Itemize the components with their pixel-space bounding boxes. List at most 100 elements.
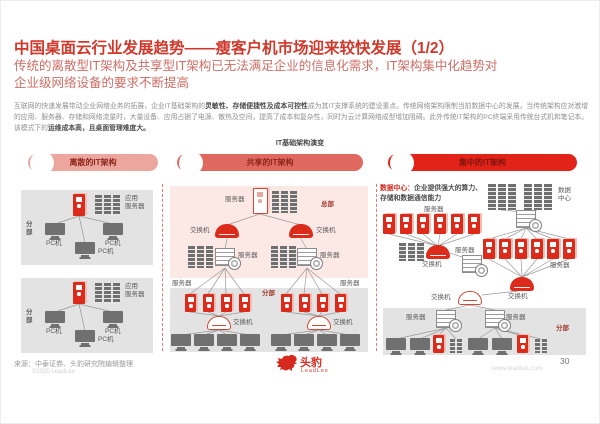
banner-centralized-it: 集中的IT架构 [388,150,577,175]
page-subtitle: 传统的离散型IT架构及共享型IT架构已无法满足企业的信息化需求，IT架构集中化趋… [14,59,498,90]
server-unit-icon [436,310,462,332]
pc-monitor-icon [240,334,260,350]
switch-icon [510,277,534,291]
pc-monitor-icon [468,338,488,354]
banner-shared-it: 共享的IT架构 [177,150,363,175]
server-tower-icon [563,239,575,259]
server-tower-icon [499,239,511,259]
label-pc: PC机 [46,328,62,335]
banner-discrete-it: 离散的IT架构 [28,150,158,175]
switch-icon [458,291,482,305]
pc-monitor-icon [75,330,95,346]
server-unit-icon [215,248,241,270]
server-rack-icon [450,339,462,353]
server-rack-icon [188,246,213,268]
server-unit-icon [516,210,542,232]
server-tower-icon [417,214,429,234]
diagram-title: IT基础架构演变 [275,140,325,147]
label-server: 服务器 [424,206,444,213]
leadleo-logo-icon [276,354,298,374]
copyright-note: ©2020 LeadLeo [32,369,75,375]
server-tower-icon [547,239,559,259]
hq-server-tower-icon [253,188,268,214]
datacenter-rack-icon [488,184,516,210]
datacenter-note-lead: 数据中心： [380,185,414,192]
server-tower-icon [221,294,232,312]
pc-monitor-icon [317,334,337,350]
label-server: 服务器 [406,314,426,321]
server-tower-icon [299,294,310,312]
label-pc: PC机 [105,328,121,335]
label-pc: PC机 [46,240,62,247]
pc-monitor-icon [271,334,291,350]
label-branch: 分部 [262,290,275,297]
server-tower-icon [531,239,543,259]
pc-monitor-icon [171,334,191,350]
datacenter-note-rest: 企业提供强大的算力、存储和数据通信能力 [380,185,482,202]
shared-hq-panel: 服务器 总部 交换机 交换机 服务器 服务器 [170,186,368,278]
centralized-it-panel: 数据中心：企业提供强大的算力、存储和数据通信能力 数据中心 服务器 交换机 服务… [378,183,586,355]
label-server: 服务器 [506,314,526,321]
label-server: 服务器 [238,252,258,259]
page-number: 30 [560,356,570,366]
label-datacenter: 数据中心 [558,187,571,203]
intro-paragraph: 互联网的快速发展带动企业网络业务的拓展，企业IT基础架构的灵敏性、存储便捷性及成… [14,103,589,132]
switch-icon [215,224,239,238]
server-rack-icon [399,243,424,261]
shared-branch-panel: 服务器 服务器 分部 交换机 交换机 [170,280,368,352]
server-tower-icon [434,214,446,234]
label-server: 服务器 [455,247,475,254]
dashed-divider [162,184,163,351]
datacenter-rack-icon [524,184,552,210]
pc-monitor-icon [217,334,237,350]
discrete-branch-panel-1: 应用 服务器 分部 PC机 PC机 PC机 [21,190,153,265]
app-server-tower-icon [73,282,85,304]
server-tower-icon [281,294,292,312]
label-app-server: 应用 服务器 [125,283,145,299]
pc-monitor-icon [45,311,65,327]
server-tower-icon [483,239,495,259]
server-unit-icon [462,255,488,277]
website-url: www.leadleo.com [492,365,543,372]
pc-monitor-icon [45,223,65,239]
pc-monitor-icon [386,338,406,354]
app-server-tower-icon [73,194,85,216]
server-tower-icon [383,214,395,234]
source-note: 来源：中泰证券、头豹研究院编辑整理 [14,361,133,368]
label-branch: 分部 [26,221,33,237]
server-rack-icon [95,283,120,303]
pc-monitor-icon [103,223,123,239]
pc-monitor-icon [103,311,123,327]
label-switch: 交换机 [333,319,353,326]
label-pc: PC机 [98,248,114,255]
discrete-branch-panel-2: 应用 服务器 分部 PC机 PC机 PC机 [21,278,153,353]
datacenter-note: 数据中心：企业提供强大的算力、存储和数据通信能力 [380,184,488,204]
label-server: 服务器 [225,196,245,203]
pc-monitor-icon [75,242,95,258]
server-tower-icon [451,214,463,234]
server-rack-icon [272,191,297,213]
server-tower-icon [239,294,250,312]
dashed-divider [376,184,377,351]
label-pc: PC机 [98,336,114,343]
leadleo-logo-text-cn: 头豹 [300,357,322,369]
server-tower-icon [335,294,346,312]
server-tower-icon [400,214,412,234]
label-server: 服务器 [320,252,340,259]
label-switch: 交换机 [233,319,253,326]
server-tower-icon [317,294,328,312]
server-tower-icon [515,239,527,259]
label-switch: 交换机 [316,227,336,234]
server-rack-icon [271,246,296,268]
server-unit-icon [485,310,511,332]
label-hq: 总部 [321,201,334,208]
switch-icon [207,316,231,330]
label-app-server: 应用 服务器 [125,195,145,211]
switch-icon [289,224,313,238]
pc-monitor-icon [492,338,512,354]
label-server: 服务器 [172,280,192,287]
label-branch: 分部 [556,325,569,332]
server-rack-icon [95,195,120,215]
switch-icon [426,245,450,259]
